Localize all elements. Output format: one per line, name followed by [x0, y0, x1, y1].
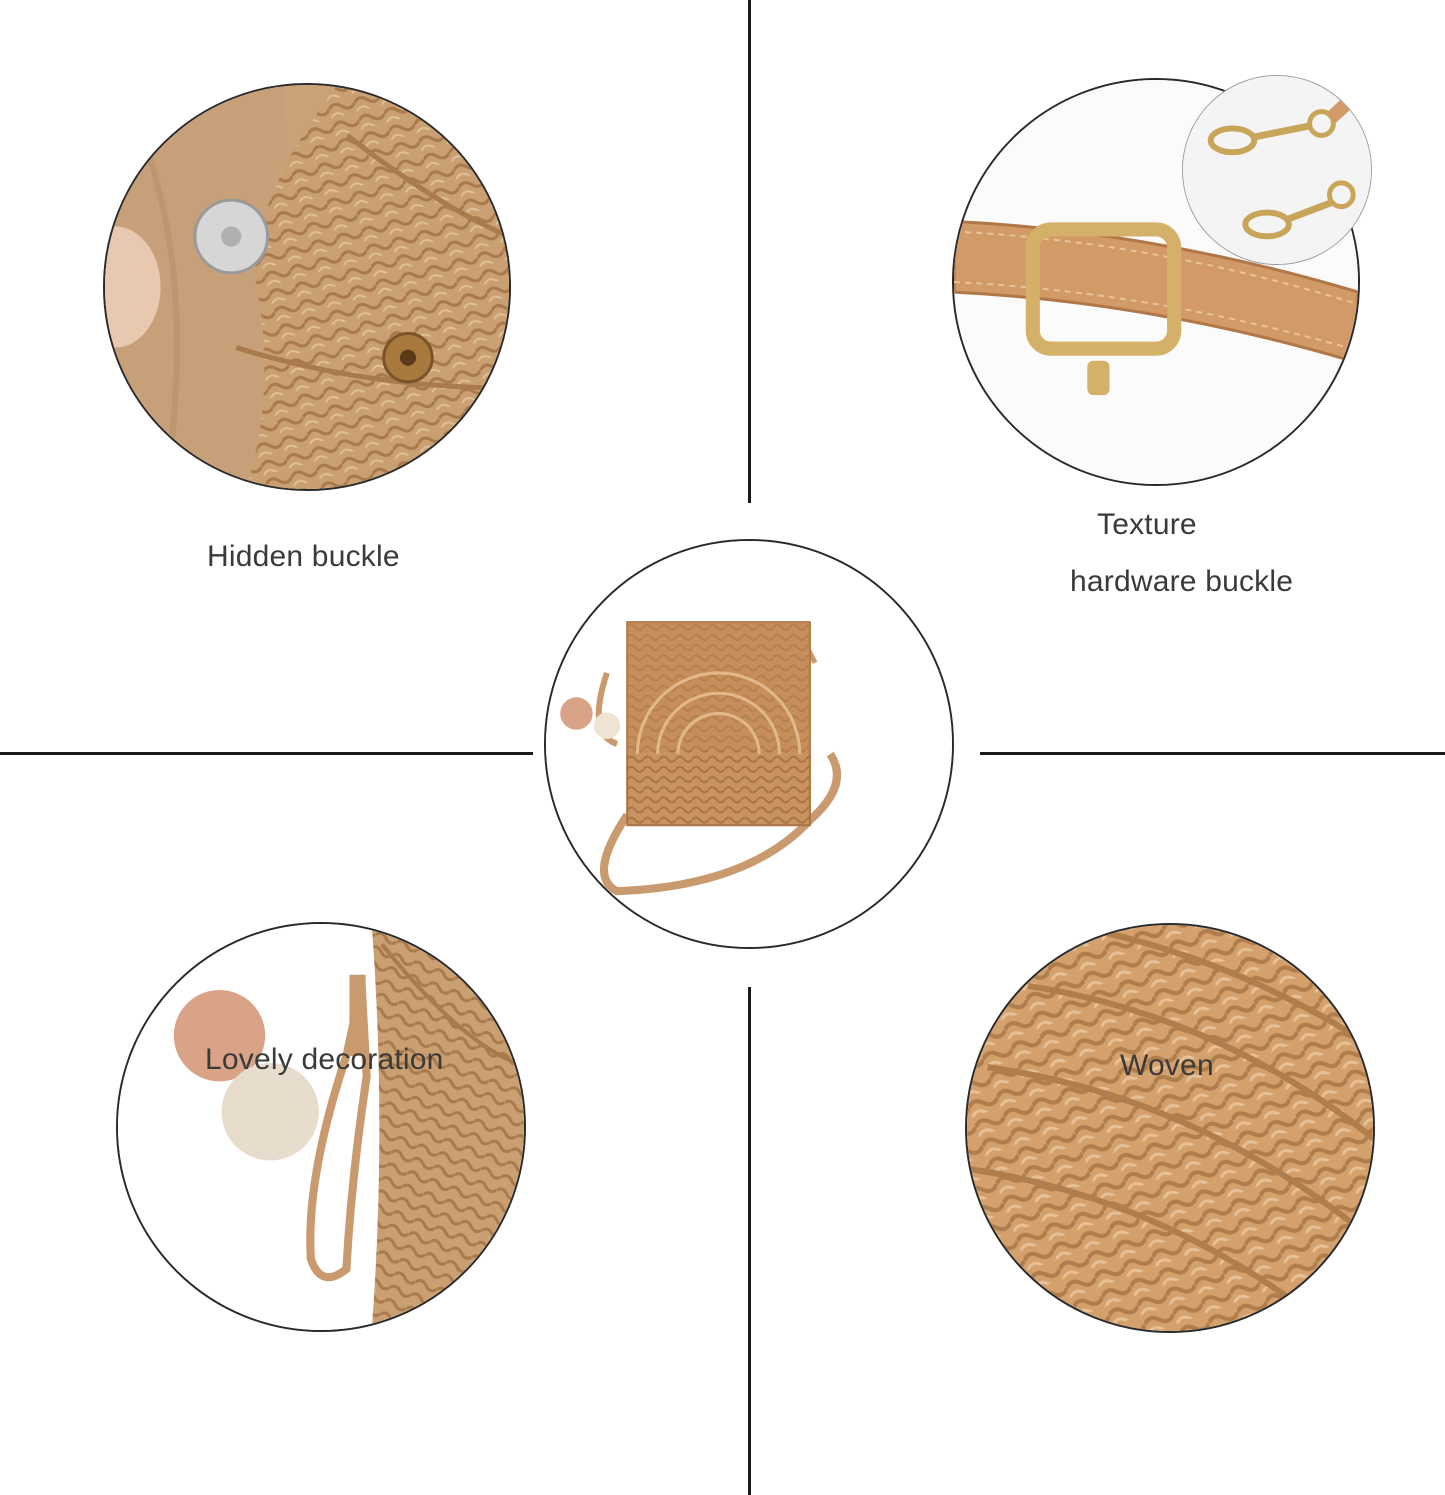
lobster-clasp-inset-photo	[1182, 75, 1372, 265]
woven-texture-photo	[965, 923, 1375, 1333]
caption-hidden-buckle: Hidden buckle	[207, 540, 400, 573]
caption-lovely-decoration: Lovely decoration	[205, 1043, 444, 1076]
hidden-buckle-photo	[103, 83, 511, 491]
caption-texture: Texture	[1097, 508, 1197, 541]
horizontal-divider-left	[0, 752, 533, 755]
caption-hardware-buckle: hardware buckle	[1070, 565, 1294, 598]
vertical-divider-top	[748, 0, 751, 503]
main-bag-photo	[544, 539, 954, 949]
vertical-divider-bottom	[748, 987, 751, 1495]
horizontal-divider-right	[980, 752, 1445, 755]
pompom-decoration-photo	[116, 922, 526, 1332]
caption-woven: Woven	[1120, 1049, 1214, 1082]
